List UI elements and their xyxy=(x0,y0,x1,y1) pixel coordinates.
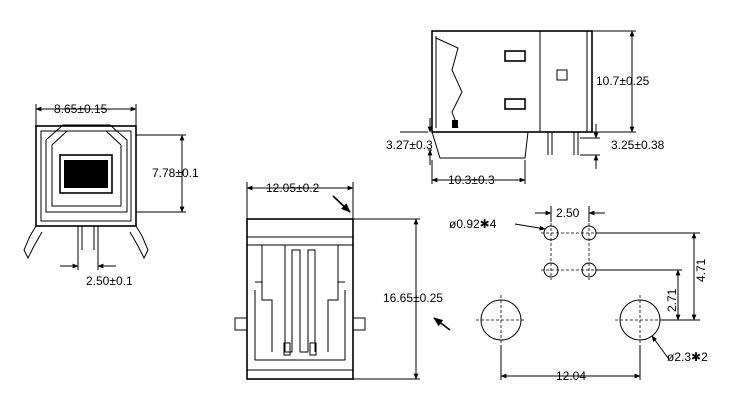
front-height-dim: 7.78±0.1 xyxy=(152,166,199,180)
top-view: 12.05±0.2 16.65±0.25 xyxy=(234,181,451,380)
front-pin-pitch-dim: 2.50±0.1 xyxy=(86,274,133,288)
side-view: 10.7±0.25 3.27±0.3 3.25±0.38 10.3±0.3 xyxy=(386,30,665,187)
front-width-dim: 8.65±0.15 xyxy=(54,102,108,116)
footprint-row-pitch-dim: 2.71 xyxy=(665,288,679,312)
footprint-pin-pitch-dim: 2.50 xyxy=(556,206,580,220)
top-width-dim: 12.05±0.2 xyxy=(266,181,320,195)
footprint-pin-hole-dim: ø0.92✱4 xyxy=(449,217,497,231)
side-height-dim: 10.7±0.25 xyxy=(596,74,650,88)
footprint-view: ø0.92✱4 2.50 4.71 2.71 ø2.3✱2 12.04 xyxy=(449,206,708,383)
footprint-row-offset-dim: 4.71 xyxy=(694,258,708,282)
front-view: 8.65±0.15 7.78±0.1 2.50±0.1 xyxy=(23,102,199,288)
top-length-dim: 16.65±0.25 xyxy=(383,291,443,305)
side-pin-length-dim: 3.25±0.38 xyxy=(611,138,665,152)
side-pin-offset-dim: 3.27±0.3 xyxy=(386,138,433,152)
footprint-mount-spacing-dim: 12.04 xyxy=(556,369,586,383)
side-depth-dim: 10.3±0.3 xyxy=(448,173,495,187)
footprint-mount-hole-dim: ø2.3✱2 xyxy=(667,350,708,364)
